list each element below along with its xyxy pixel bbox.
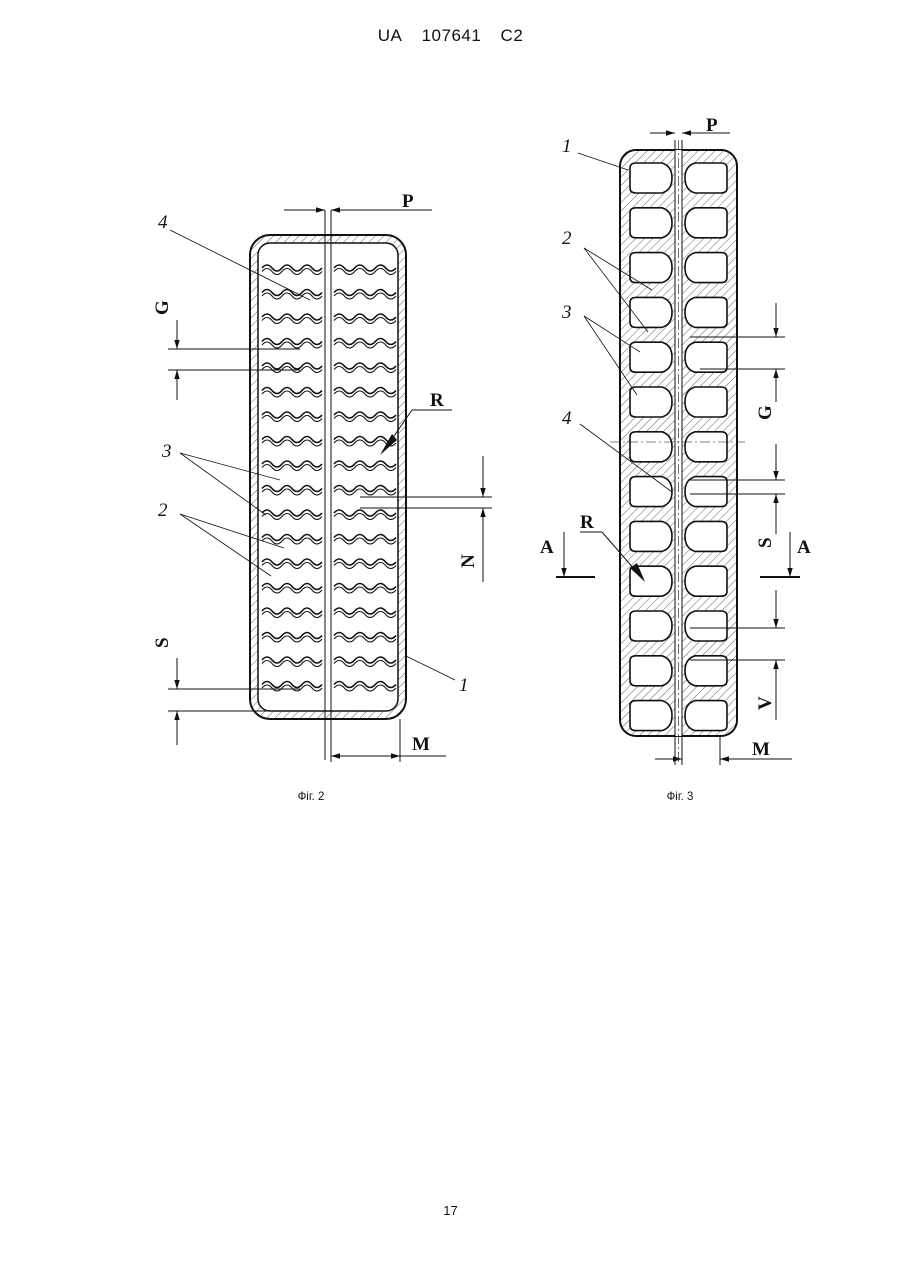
fig3-label-4: 4: [562, 408, 572, 429]
fig2-label-m: M: [412, 734, 430, 755]
fig3-label-a-right: A: [797, 537, 811, 558]
fig2-label-g: G: [152, 300, 173, 315]
fig3-label-m: M: [752, 739, 770, 760]
figure-2: P G S N M: [152, 191, 492, 803]
fig3-label-1: 1: [562, 136, 572, 157]
fig3-label-a-left: A: [540, 537, 554, 558]
fig3-caption: Фіг. 3: [667, 791, 694, 803]
fig3-label-s: S: [755, 537, 776, 548]
fig2-label-s: S: [152, 637, 173, 648]
fig2-label-r: R: [430, 390, 444, 411]
fig2-label-n: N: [458, 554, 479, 568]
fig3-label-2: 2: [562, 228, 572, 249]
figure-3: P G S V M: [540, 115, 811, 803]
fig2-label-4: 4: [158, 212, 168, 233]
fig2-label-1: 1: [459, 675, 469, 696]
fig3-label-v: V: [755, 696, 776, 710]
fig3-label-g: G: [755, 405, 776, 420]
fig2-caption: Фіг. 2: [298, 791, 325, 803]
fig2-label-2: 2: [158, 500, 168, 521]
fig3-label-r: R: [580, 512, 594, 533]
fig2-label-3: 3: [161, 441, 172, 462]
page-number: 17: [0, 1203, 901, 1218]
fig2-label-p: P: [402, 191, 414, 212]
fig3-label-p: P: [706, 115, 718, 136]
fig3-label-3: 3: [561, 302, 572, 323]
